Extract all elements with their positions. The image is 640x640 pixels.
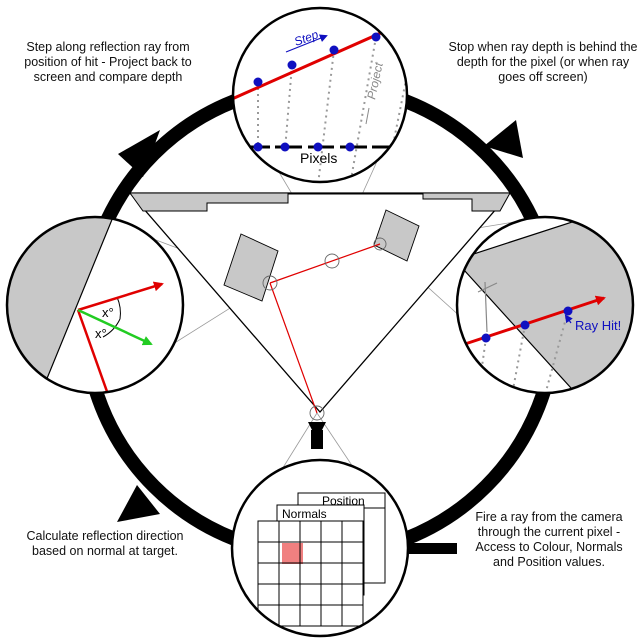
step-point-2 bbox=[287, 60, 297, 70]
panel-ray-hit: Ray Hit! bbox=[455, 215, 635, 395]
angle-label-1: x° bbox=[102, 305, 114, 320]
scene-marker-end bbox=[373, 237, 387, 251]
normals-label: Normals bbox=[282, 507, 327, 521]
scene-marker-hit bbox=[262, 275, 278, 291]
caption-step-along: Step along reflection ray from position … bbox=[24, 40, 192, 84]
cycle-arrow-top-right bbox=[484, 120, 523, 158]
pixel-grid bbox=[257, 520, 364, 627]
cycle-arrow-bottom-left bbox=[117, 485, 160, 522]
scene-object-left bbox=[223, 233, 279, 302]
step-point-1 bbox=[253, 77, 263, 87]
normal-vector bbox=[77, 308, 153, 346]
cycle-arrow-top-left bbox=[118, 130, 160, 177]
connector-bar bbox=[405, 543, 457, 554]
pixel-point-2 bbox=[280, 142, 290, 152]
scene-marker-camera bbox=[309, 405, 325, 421]
scene-frustum bbox=[128, 192, 512, 449]
incident-ray bbox=[76, 309, 112, 393]
scene-object-right bbox=[373, 209, 420, 262]
scene-ray-primary bbox=[269, 282, 318, 414]
step-arrow bbox=[285, 34, 328, 53]
panel-step: Step Project Pixels bbox=[231, 6, 409, 184]
reflected-ray bbox=[77, 281, 164, 312]
hit-point-1 bbox=[481, 333, 491, 343]
step-point-3 bbox=[329, 45, 339, 55]
scene-back-wall bbox=[129, 192, 511, 212]
pixel-point-3 bbox=[313, 142, 323, 152]
angle-label-2: x° bbox=[95, 326, 107, 341]
hit-arrow bbox=[564, 314, 573, 324]
panel-reflection: x° x° bbox=[5, 215, 185, 395]
project-arrow bbox=[365, 107, 370, 125]
pixels-label: Pixels bbox=[300, 150, 337, 166]
ray-hit-label: Ray Hit! bbox=[575, 318, 621, 333]
pixel-point-1 bbox=[253, 142, 263, 152]
step-point-4 bbox=[371, 32, 381, 42]
panel-gbuffer: Position Normals bbox=[230, 458, 410, 638]
caption-calculate: Calculate reflection direction based on … bbox=[26, 529, 184, 558]
pixel-point-4 bbox=[345, 142, 355, 152]
camera-icon bbox=[308, 422, 326, 430]
current-pixel bbox=[282, 543, 303, 564]
caption-stop-when: Stop when ray depth is behind the depth … bbox=[448, 40, 638, 84]
caption-fire-ray: Fire a ray from the camera through the c… bbox=[475, 510, 623, 569]
camera-body bbox=[311, 430, 323, 449]
hit-point-3 bbox=[563, 306, 573, 316]
hit-point-2 bbox=[520, 320, 530, 330]
scene-marker-step bbox=[324, 253, 340, 269]
